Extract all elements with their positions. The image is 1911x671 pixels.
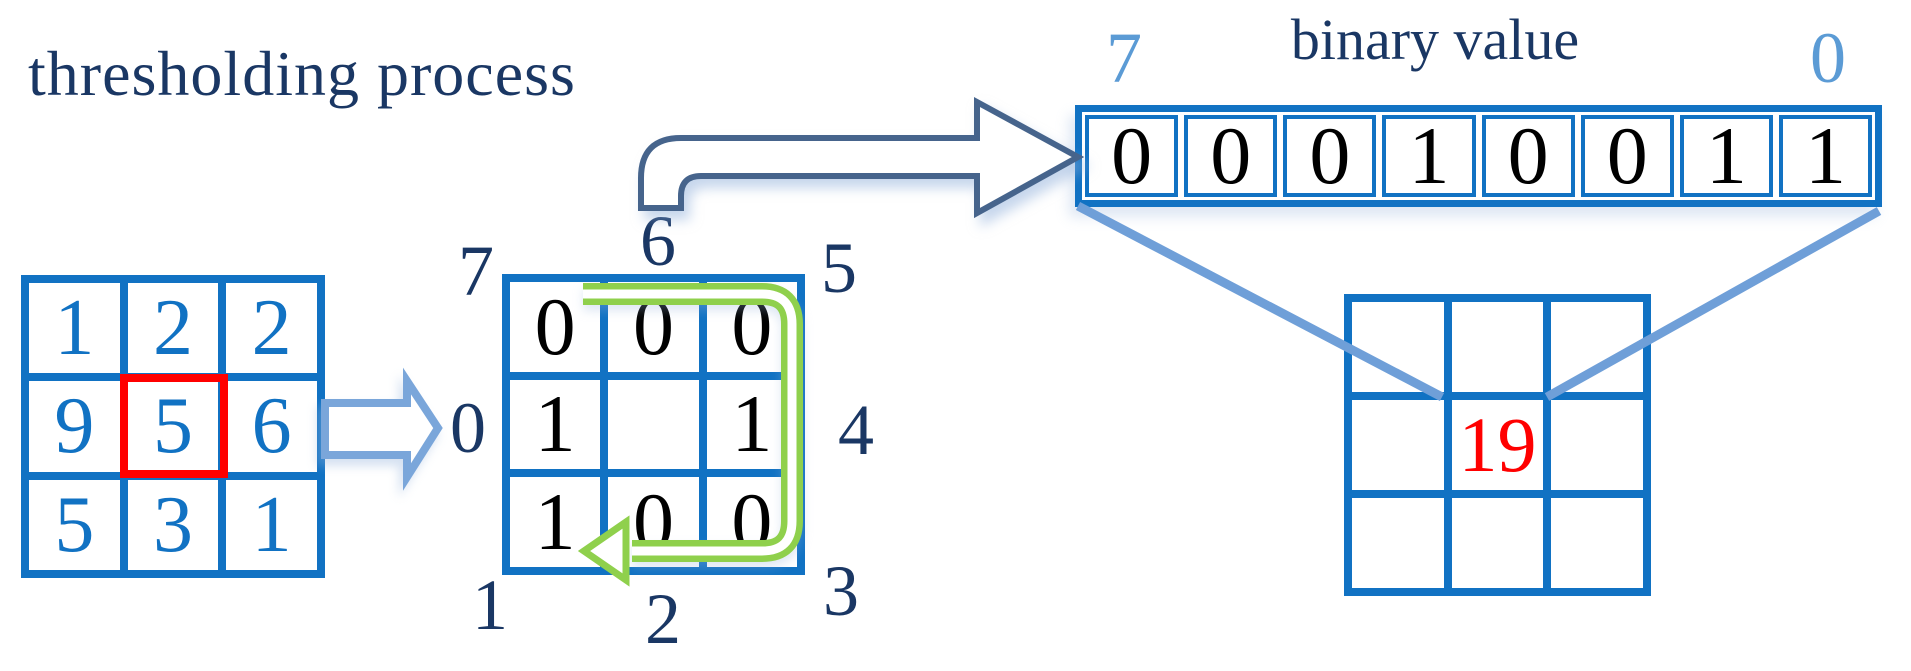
grid-cell: 2 xyxy=(226,283,317,374)
grid-cell xyxy=(1451,302,1544,392)
grid-cell xyxy=(1551,498,1643,588)
position-label-0: 0 xyxy=(450,388,486,468)
grid-cell: 1 xyxy=(706,379,797,470)
grid-cell xyxy=(1451,498,1544,588)
grid-cell: 1 xyxy=(226,479,317,570)
position-label-6: 6 xyxy=(640,201,676,281)
grid-cell: 2 xyxy=(127,283,219,374)
grid-cell: 1 xyxy=(29,283,120,374)
grid-cell: 0 xyxy=(706,282,797,372)
position-label-3: 3 xyxy=(823,551,859,631)
binary-bit-cell: 0 xyxy=(1283,115,1377,197)
grid-cell: 1 xyxy=(510,477,601,567)
bent-arrow-icon xyxy=(638,96,1085,219)
diagram-title: thresholding process xyxy=(28,38,576,109)
grid-cell xyxy=(1551,302,1643,392)
grid-cell xyxy=(608,379,699,470)
binary-bit-cell: 1 xyxy=(1679,115,1773,197)
grid-cell: 5 xyxy=(127,381,219,472)
binary-bit-cell: 0 xyxy=(1085,115,1179,197)
binary-bit-cell: 1 xyxy=(1778,115,1872,197)
center-pixel-highlight xyxy=(120,374,228,478)
binary-value-title: binary value xyxy=(1290,7,1580,72)
msb-index-label: 7 xyxy=(1106,18,1142,98)
grid-cell: 19 xyxy=(1451,400,1544,490)
grid-cell: 0 xyxy=(706,477,797,567)
grid-cell: 6 xyxy=(226,381,317,472)
binary-bit-cell: 1 xyxy=(1382,115,1476,197)
right-arrow-icon xyxy=(321,367,443,491)
grid-cell xyxy=(1352,400,1444,490)
position-label-2: 2 xyxy=(645,579,681,659)
grid-cell: 1 xyxy=(510,379,601,470)
binary-bit-cell: 0 xyxy=(1580,115,1674,197)
lsb-index-label: 0 xyxy=(1810,18,1846,98)
position-label-4: 4 xyxy=(838,390,874,470)
grid-cell: 9 xyxy=(29,381,120,472)
grid-cell: 0 xyxy=(608,282,699,372)
grid-cell: 3 xyxy=(127,479,219,570)
position-label-5: 5 xyxy=(821,228,857,308)
position-label-7: 7 xyxy=(458,231,494,311)
lbp-result-grid: 19 xyxy=(1344,294,1651,596)
grid-cell xyxy=(1352,302,1444,392)
grid-cell: 5 xyxy=(29,479,120,570)
grid-cell: 0 xyxy=(608,477,699,567)
binary-bit-cell: 0 xyxy=(1184,115,1278,197)
grid-cell xyxy=(1352,498,1444,588)
grid-cell: 0 xyxy=(510,282,601,372)
grid-cell xyxy=(1551,400,1643,490)
binary-bit-cell: 0 xyxy=(1481,115,1575,197)
position-label-1: 1 xyxy=(472,565,508,645)
